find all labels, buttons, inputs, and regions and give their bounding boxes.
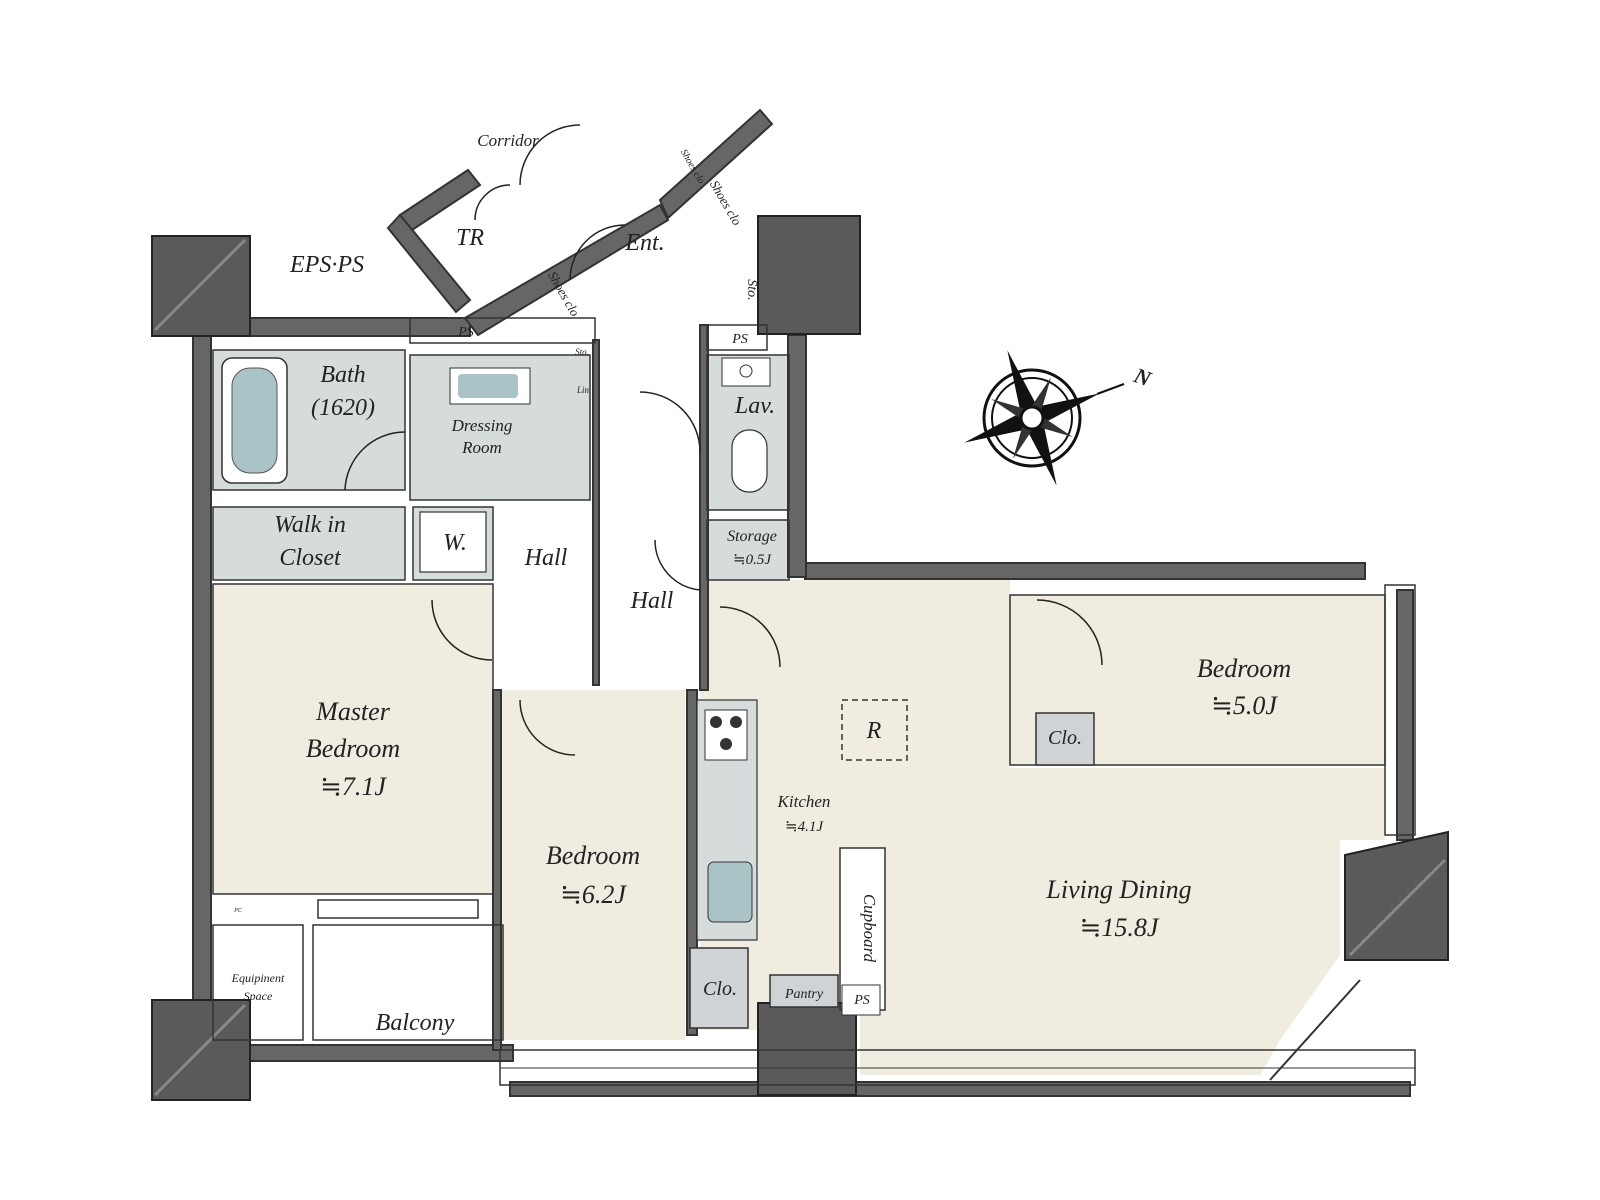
windows	[317, 584, 1416, 1086]
master-bedroom-floor	[213, 584, 493, 894]
label-balcony: Balcony	[376, 1010, 455, 1036]
storage-floor	[707, 520, 789, 580]
interior-partitions	[212, 317, 1386, 1041]
label-closet: Closet	[279, 545, 342, 571]
label-walk-in: Walk in	[274, 512, 346, 538]
hall-floor	[493, 505, 593, 690]
label-fridge: R	[866, 718, 882, 744]
label-ps-top: PS	[457, 325, 474, 340]
fixtures	[221, 357, 1095, 1029]
label-w: W.	[443, 530, 467, 556]
label-living: Living Dining	[1045, 875, 1191, 904]
label-kitchen-size: ≒4.1J	[785, 819, 824, 835]
compass	[964, 350, 1125, 486]
label-hall-center: Hall	[630, 588, 674, 614]
label-dressing-room: Room	[461, 438, 502, 457]
label-cupboard: Cupboard	[860, 894, 879, 963]
walk-in-closet-floor	[213, 507, 405, 580]
label-bedroom-2: Bedroom	[546, 841, 640, 870]
label-hall-left: Hall	[524, 545, 568, 571]
label-bath-size: (1620)	[311, 395, 375, 421]
label-bath: Bath	[320, 362, 365, 388]
label-sto-small: Sto.	[575, 347, 589, 357]
label-storage: Storage	[727, 528, 777, 545]
columns	[151, 215, 1449, 1101]
hall-center-floor	[595, 340, 705, 685]
label-storage-size: ≒0.5J	[733, 552, 772, 568]
label-dressing: Dressing	[451, 416, 513, 435]
label-ps-kitchen: PS	[853, 993, 870, 1008]
label-clo-bed3: Clo.	[1048, 727, 1082, 749]
label-tr: TR	[456, 225, 484, 251]
label-master-bedroom: Bedroom	[306, 734, 400, 763]
label-master-size: ≒7.1J	[320, 772, 387, 801]
label-lin: Lin	[576, 385, 590, 395]
label-shoes-clo-2: Shoes clo	[707, 178, 745, 229]
living-dining-floor	[700, 580, 1385, 1075]
label-ps-lav: PS	[731, 332, 748, 347]
bedroom-2-floor	[493, 690, 685, 1040]
label-equipment: Equipinent	[231, 971, 285, 985]
doors	[344, 124, 1103, 756]
label-eps-ps: EPS·PS	[289, 252, 364, 278]
label-master: Master	[315, 697, 391, 726]
label-pc: PC	[233, 908, 243, 914]
label-living-size: ≒15.8J	[1080, 913, 1160, 942]
label-corridor: Corridor	[477, 131, 539, 150]
label-clo-bed2: Clo.	[703, 978, 737, 1000]
label-kitchen: Kitchen	[777, 792, 831, 811]
label-equipment-space: Space	[244, 989, 273, 1003]
label-bedroom-2-size: ≒6.2J	[560, 880, 627, 909]
label-bedroom-3-size: ≒5.0J	[1211, 691, 1278, 720]
label-pantry: Pantry	[784, 987, 824, 1002]
label-ent: Ent.	[624, 230, 664, 256]
label-sto-right: Sto.	[744, 279, 759, 300]
label-lav: Lav.	[734, 393, 775, 419]
label-bedroom-3: Bedroom	[1197, 654, 1291, 683]
compass-north-label: N	[1130, 362, 1155, 392]
